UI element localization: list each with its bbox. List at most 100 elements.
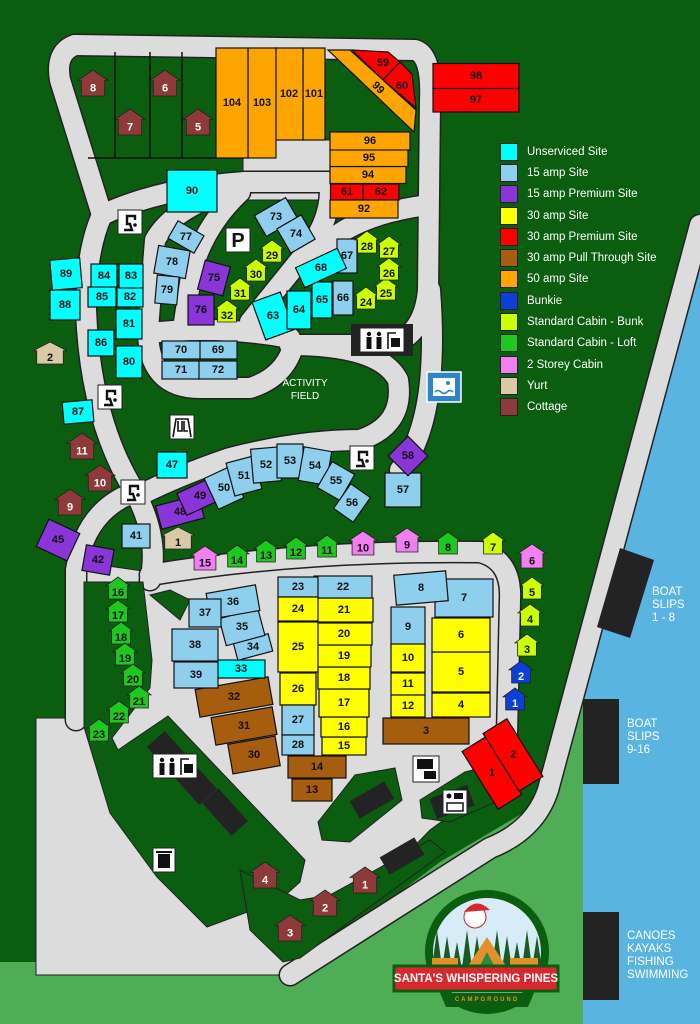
- bunk-cabin-31[interactable]: 31: [226, 277, 254, 301]
- bunkie-1[interactable]: 1: [501, 687, 529, 711]
- site-47[interactable]: 47: [156, 451, 188, 479]
- site-80[interactable]: 80: [115, 345, 143, 379]
- site-74[interactable]: 74: [276, 214, 316, 254]
- bunkie-2[interactable]: 2: [507, 660, 535, 684]
- site-64[interactable]: 64: [286, 290, 312, 330]
- bunk-cabin-25[interactable]: 25: [372, 277, 400, 301]
- site-25[interactable]: 25: [277, 621, 319, 673]
- site-84[interactable]: 84: [90, 263, 118, 289]
- loft-cabin-14[interactable]: 14: [223, 544, 251, 568]
- site-85[interactable]: 85: [87, 286, 117, 308]
- site-26[interactable]: 26: [279, 672, 317, 706]
- site-42[interactable]: 42: [81, 544, 115, 576]
- cottage-8[interactable]: 8: [76, 69, 110, 97]
- two-storey-cabin-15[interactable]: 15: [189, 545, 221, 571]
- site-57[interactable]: 57: [384, 472, 422, 508]
- site-11[interactable]: 11: [390, 672, 426, 696]
- loft-cabin-16[interactable]: 16: [104, 576, 132, 600]
- yurt-1[interactable]: 1: [160, 526, 196, 550]
- site-37[interactable]: 37: [188, 598, 222, 628]
- cottage-11[interactable]: 11: [65, 432, 99, 460]
- site-102[interactable]: 102: [274, 47, 304, 141]
- cottage-5[interactable]: 5: [181, 108, 215, 136]
- site-68[interactable]: 68: [294, 247, 348, 289]
- site-78[interactable]: 78: [153, 244, 191, 280]
- site-45[interactable]: 45: [35, 518, 81, 562]
- cottage-3[interactable]: 3: [273, 914, 307, 942]
- site-9[interactable]: 9: [390, 606, 426, 648]
- cottage-9[interactable]: 9: [53, 488, 87, 516]
- site-90[interactable]: 90: [166, 169, 218, 213]
- site-81[interactable]: 81: [115, 308, 143, 340]
- loft-cabin-12[interactable]: 12: [282, 536, 310, 560]
- site-27[interactable]: 27: [281, 704, 315, 736]
- site-6[interactable]: 6: [431, 617, 491, 653]
- loft-cabin-13[interactable]: 13: [252, 539, 280, 563]
- site-70[interactable]: 70: [161, 340, 201, 360]
- bunk-cabin-27[interactable]: 27: [375, 235, 403, 259]
- site-16[interactable]: 16: [320, 716, 368, 738]
- loft-cabin-22[interactable]: 22: [105, 700, 133, 724]
- site-22[interactable]: 22: [313, 575, 373, 599]
- site-53[interactable]: 53: [276, 443, 304, 479]
- site-2[interactable]: 2: [482, 717, 544, 793]
- site-54[interactable]: 54: [297, 446, 333, 486]
- site-75[interactable]: 75: [196, 259, 232, 297]
- site-92[interactable]: 92: [329, 199, 399, 219]
- site-20[interactable]: 20: [315, 622, 373, 646]
- site-65[interactable]: 65: [311, 281, 333, 319]
- cottage-1[interactable]: 1: [348, 866, 382, 894]
- site-76[interactable]: 76: [187, 294, 215, 326]
- site-101[interactable]: 101: [302, 47, 326, 141]
- site-96[interactable]: 96: [329, 131, 411, 151]
- bunk-cabin-5[interactable]: 5: [518, 576, 546, 600]
- site-56[interactable]: 56: [332, 482, 372, 524]
- bunk-cabin-4[interactable]: 4: [516, 603, 544, 627]
- site-66[interactable]: 66: [332, 280, 354, 316]
- site-3[interactable]: 3: [382, 717, 470, 745]
- site-15[interactable]: 15: [321, 736, 367, 756]
- loft-cabin-11[interactable]: 11: [313, 534, 341, 558]
- cottage-10[interactable]: 10: [83, 464, 117, 492]
- site-86[interactable]: 86: [87, 329, 115, 357]
- cottage-4[interactable]: 4: [248, 861, 282, 889]
- site-31[interactable]: 31: [210, 706, 278, 746]
- site-17[interactable]: 17: [318, 688, 370, 718]
- site-39[interactable]: 39: [173, 661, 219, 689]
- site-41[interactable]: 41: [121, 523, 151, 549]
- site-83[interactable]: 83: [118, 263, 144, 289]
- site-73[interactable]: 73: [253, 196, 299, 238]
- bunk-cabin-7[interactable]: 7: [479, 531, 507, 555]
- site-72[interactable]: 72: [198, 360, 238, 380]
- bunk-cabin-28[interactable]: 28: [353, 230, 381, 254]
- site-19[interactable]: 19: [316, 644, 372, 668]
- site-18[interactable]: 18: [317, 666, 371, 690]
- site-10[interactable]: 10: [390, 643, 426, 673]
- site-14[interactable]: 14: [287, 755, 347, 779]
- site-94[interactable]: 94: [329, 165, 407, 185]
- site-69[interactable]: 69: [198, 340, 238, 360]
- loft-cabin-8[interactable]: 8: [434, 531, 462, 555]
- site-35[interactable]: 35: [218, 607, 266, 647]
- site-12[interactable]: 12: [390, 694, 426, 718]
- site-77[interactable]: 77: [167, 220, 205, 254]
- two-storey-cabin-9[interactable]: 9: [391, 527, 423, 553]
- loft-cabin-23[interactable]: 23: [85, 718, 113, 742]
- site-87[interactable]: 87: [61, 399, 95, 425]
- site-58[interactable]: 58: [387, 435, 429, 477]
- site-5[interactable]: 5: [431, 651, 491, 693]
- site-28[interactable]: 28: [281, 734, 315, 756]
- cottage-2[interactable]: 2: [308, 889, 342, 917]
- site-24[interactable]: 24: [277, 596, 319, 622]
- site-103[interactable]: 103: [247, 47, 277, 159]
- loft-cabin-17[interactable]: 17: [104, 599, 132, 623]
- bunk-cabin-3[interactable]: 3: [513, 633, 541, 657]
- site-98[interactable]: 98: [432, 62, 520, 90]
- site-63[interactable]: 63: [251, 291, 295, 341]
- bunk-cabin-24[interactable]: 24: [352, 286, 380, 310]
- bunk-cabin-29[interactable]: 29: [258, 239, 286, 263]
- site-61[interactable]: 61: [329, 183, 365, 201]
- site-62[interactable]: 62: [362, 183, 400, 201]
- bunk-cabin-26[interactable]: 26: [375, 257, 403, 281]
- site-38[interactable]: 38: [171, 628, 219, 662]
